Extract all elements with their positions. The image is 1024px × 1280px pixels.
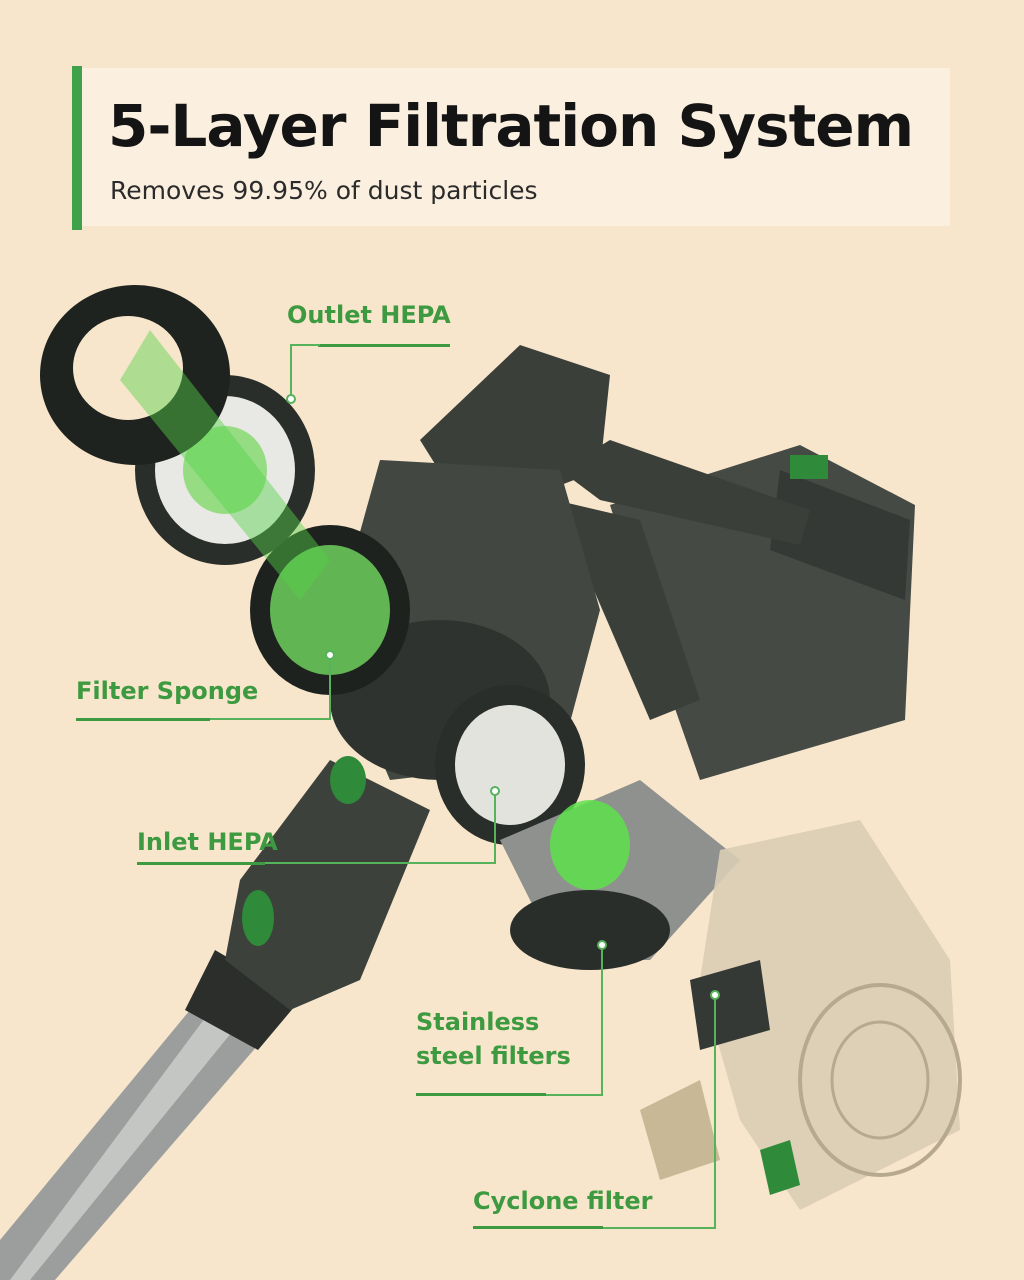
outlet-hepa-core (183, 426, 267, 514)
leader-cyclone (603, 1227, 716, 1229)
inlet-hepa-pleats (455, 705, 565, 825)
cyclone-connector (690, 960, 770, 1050)
leader-outlet-hepa (290, 344, 320, 346)
label-inlet-hepa: Inlet HEPA (137, 828, 278, 856)
stainless-base (510, 890, 670, 970)
cyclone-fins (640, 1080, 720, 1180)
battery-indicator (790, 455, 828, 479)
label-outlet-hepa: Outlet HEPA (287, 301, 451, 329)
marker-outlet-hepa (286, 394, 296, 404)
label-stainless-line2: steel filters (416, 1042, 571, 1070)
leader-filter-sponge (210, 718, 330, 720)
airflow-streaks (120, 330, 330, 600)
label-stainless-underline (416, 1093, 546, 1096)
marker-cyclone (710, 990, 720, 1000)
power-button (330, 756, 366, 804)
wand-highlight (10, 1018, 232, 1280)
stainless-glow (550, 800, 630, 890)
header-panel (72, 68, 950, 226)
page-subtitle: Removes 99.95% of dust particles (110, 176, 538, 205)
header-accent-bar (72, 66, 82, 230)
handle-grip (560, 440, 810, 545)
marker-inlet-hepa (490, 786, 500, 796)
label-stainless-line1: Stainless (416, 1008, 540, 1036)
leader-inlet-hepa (265, 862, 496, 864)
bin-latch (760, 1140, 800, 1195)
dust-bin (700, 820, 960, 1210)
leader-stainless (546, 1094, 603, 1096)
label-filter-sponge-underline (76, 718, 210, 721)
body-neck (225, 760, 430, 1010)
marker-stainless (597, 940, 607, 950)
label-filter-sponge: Filter Sponge (76, 677, 259, 705)
label-inlet-hepa-underline (137, 862, 265, 865)
marker-filter-sponge (325, 650, 335, 660)
label-cyclone-filter: Cyclone filter (473, 1187, 653, 1215)
label-cyclone-underline (473, 1226, 603, 1229)
sponge-core (270, 545, 390, 675)
dust-bin-lid (798, 983, 962, 1177)
page-title: 5-Layer Filtration System (108, 92, 914, 160)
outlet-cover-opening (73, 316, 183, 420)
wand-connector (185, 950, 300, 1050)
label-outlet-hepa-underline (318, 344, 450, 347)
handle-lower (555, 500, 700, 720)
release-button (242, 890, 274, 946)
battery-top (770, 470, 910, 600)
